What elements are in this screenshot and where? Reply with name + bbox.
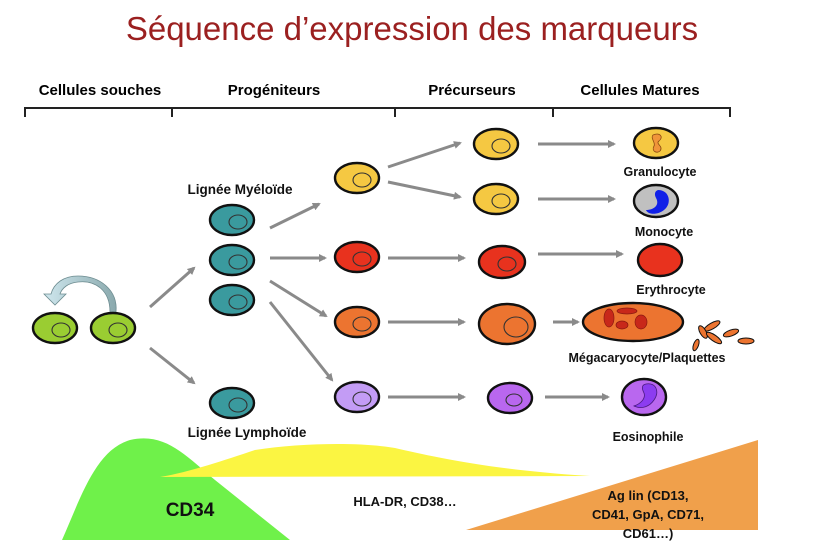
aglin-label-line-2: CD41, GpA, CD71, xyxy=(592,507,704,522)
eosino-precursor xyxy=(486,381,534,415)
stage-label-stem-cells: Cellules souches xyxy=(39,82,162,99)
granulocyte-label: Granulocyte xyxy=(624,165,697,179)
myeloid-lineage-label: Lignée Myéloïde xyxy=(187,182,293,197)
mono-precursor xyxy=(472,182,520,216)
arrow-stem-to-myeloid xyxy=(149,266,196,309)
aglin-label-line-1: Ag lin (CD13, xyxy=(608,488,689,503)
eosinophil-label: Eosinophile xyxy=(613,430,684,444)
stem-cell-2 xyxy=(89,311,137,345)
arrow-to-eosino-progenitor xyxy=(268,301,334,382)
erythrocyte-label: Erythrocyte xyxy=(636,283,706,297)
stage-label-precursors: Précurseurs xyxy=(428,82,516,99)
stem-cell-1 xyxy=(31,311,79,345)
stage-label-mature-cells: Cellules Matures xyxy=(580,82,699,99)
erythro-progenitor xyxy=(333,240,381,274)
erythrocyte-cell xyxy=(636,242,684,278)
arrow-stem-to-lymphoid xyxy=(149,346,196,385)
platelets-icon xyxy=(692,320,755,352)
myeloid-progenitor-2 xyxy=(208,243,256,277)
granulo-precursor xyxy=(472,127,520,161)
hla-band xyxy=(160,444,590,477)
aglin-label-line-3: CD61…) xyxy=(623,526,674,541)
lymphoid-lineage-label: Lignée Lymphoïde xyxy=(188,425,307,440)
arrow-to-granulo-progenitor xyxy=(269,202,321,230)
lymphoid-progenitor xyxy=(208,386,256,420)
mega-precursor xyxy=(477,302,537,346)
megakaryocyte-cell xyxy=(581,301,685,343)
stage-label-progenitors: Progéniteurs xyxy=(228,82,321,99)
self-renewal-arrow-icon xyxy=(43,275,117,313)
mega-progenitor xyxy=(333,305,381,339)
myeloid-progenitor-3 xyxy=(208,283,256,317)
eosino-progenitor xyxy=(333,380,381,414)
aglin-band xyxy=(466,440,758,530)
monocyte-label: Monocyte xyxy=(635,225,693,239)
erythro-precursor xyxy=(477,244,527,280)
page-title: Séquence d’expression des marqueurs xyxy=(126,10,698,47)
granulo-progenitor xyxy=(333,161,381,195)
arrow-to-mono-precursor xyxy=(387,180,462,200)
megakaryocyte-label: Mégacaryocyte/Plaquettes xyxy=(568,351,725,365)
stage-bracket xyxy=(24,107,731,117)
arrow-to-granulo-precursor xyxy=(387,141,462,169)
eosinophil-cell xyxy=(620,377,668,417)
cd34-band xyxy=(62,438,290,540)
myeloid-progenitor-1 xyxy=(208,203,256,237)
granulocyte-cell xyxy=(632,126,680,160)
hla-label: HLA-DR, CD38… xyxy=(353,494,456,509)
cd34-label: CD34 xyxy=(166,500,215,521)
arrow-to-mega-progenitor xyxy=(269,279,328,318)
monocyte-cell xyxy=(632,183,680,219)
